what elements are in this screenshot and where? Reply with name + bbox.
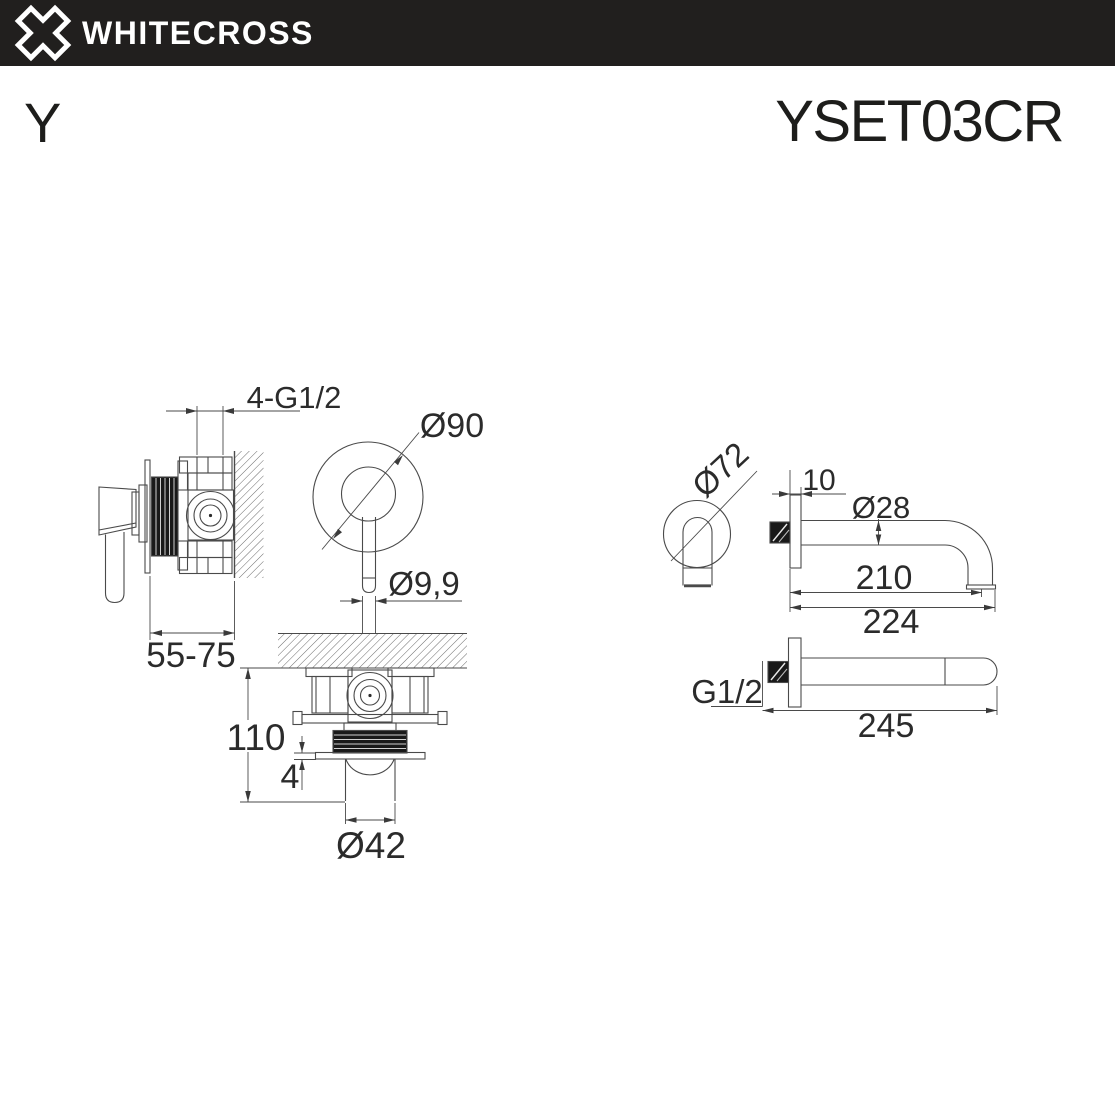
arrowheads-mixer-section bbox=[245, 668, 395, 823]
spout-escutcheon-front-view bbox=[662, 470, 758, 588]
series-title: Y bbox=[24, 91, 62, 154]
brand-header: WHITECROSS bbox=[0, 0, 1115, 66]
handle-lever bbox=[98, 486, 137, 536]
aerator-dome bbox=[345, 759, 395, 776]
dim-sleeve-label: Ø42 bbox=[336, 825, 406, 866]
spout-top-dimensions bbox=[711, 661, 998, 715]
dim-tube-label: Ø28 bbox=[852, 490, 911, 525]
wall-hatch bbox=[234, 451, 264, 578]
dim-length-label: 245 bbox=[858, 707, 915, 745]
dim-depth-label: 55-75 bbox=[146, 636, 236, 675]
whitecross-x-icon bbox=[14, 4, 72, 62]
handle-stem bbox=[361, 578, 377, 594]
dim-total-label: 224 bbox=[863, 603, 920, 641]
spout-top-view bbox=[767, 637, 998, 708]
dim-reach-label: 210 bbox=[856, 559, 913, 597]
mixer-valve-section-view bbox=[278, 632, 467, 801]
dim-thread-label: G1/2 bbox=[691, 673, 763, 710]
arrowheads-spout-side bbox=[779, 491, 995, 611]
dim-escutcheon72-label: Ø72 bbox=[685, 435, 756, 505]
arrowheads-spout-top bbox=[762, 707, 997, 714]
diameter-leader-72 bbox=[670, 470, 758, 562]
brand-name: WHITECROSS bbox=[82, 14, 314, 51]
arrowheads-mixer-front bbox=[333, 455, 403, 604]
dim-escutcheon90-label: Ø90 bbox=[420, 407, 484, 445]
arrowheads-mixer-side bbox=[151, 408, 235, 636]
dim-flange-depth-label: 10 bbox=[802, 464, 835, 497]
mixer-valve-side-view bbox=[98, 451, 264, 604]
handle-grip bbox=[104, 532, 125, 604]
dim-height-label: 110 bbox=[227, 717, 286, 758]
dim-plate-gap-label: 4 bbox=[281, 758, 300, 796]
dim-ports-label: 4-G1/2 bbox=[247, 380, 342, 415]
dim-handle-label: Ø9,9 bbox=[388, 565, 460, 602]
wall-hatch-band bbox=[278, 633, 467, 668]
model-code: YSET03CR bbox=[775, 89, 1064, 154]
spout-side-view bbox=[769, 494, 997, 590]
threaded-sleeve-section bbox=[332, 729, 408, 754]
